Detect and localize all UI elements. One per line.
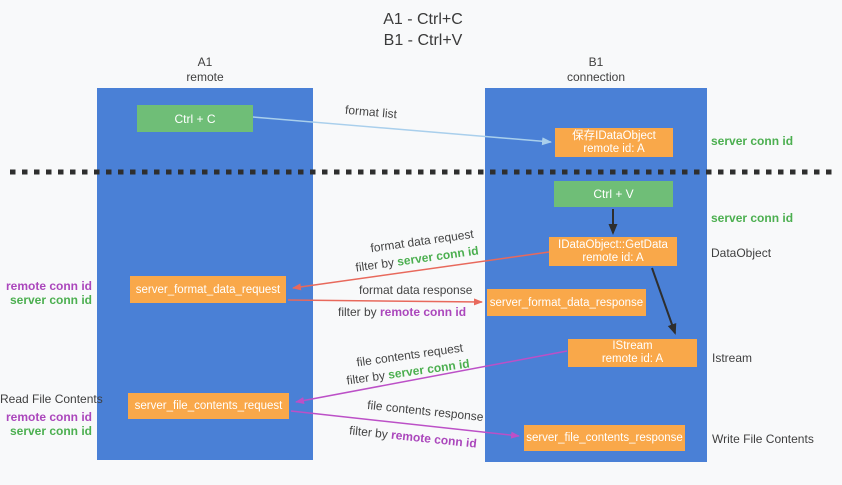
title-line-2: B1 - Ctrl+V — [383, 32, 463, 49]
node-idataobject-getdata-line2: remote id: A — [582, 251, 644, 264]
edge-format-data-response — [287, 298, 483, 306]
node-istream: IStream remote id: A — [568, 339, 697, 367]
node-server-format-data-response: server_format_data_response — [487, 289, 646, 316]
node-istream-line2: remote id: A — [601, 353, 664, 365]
node-ctrl-v: Ctrl + V — [554, 181, 673, 207]
diagram-title: A1 - Ctrl+C B1 - Ctrl+V — [323, 9, 523, 51]
lane-a1-subtitle: remote — [186, 70, 224, 84]
label-remote-conn-id-left-1: remote conn id — [5, 279, 92, 293]
node-save-idataobject-line2: remote id: A — [583, 142, 645, 155]
node-save-idataobject-line1: 保存IDataObject — [572, 129, 656, 142]
node-save-idataobject: 保存IDataObject remote id: A — [555, 128, 673, 157]
filter-by-text: filter by — [348, 423, 392, 442]
lane-header-b1: B1 connection — [485, 55, 707, 85]
filter-by-text: filter by — [338, 305, 381, 319]
lane-header-a1: A1 remote — [97, 55, 313, 85]
edge-label-format-list: format list — [344, 102, 398, 122]
lane-b1-name: B1 — [588, 55, 604, 69]
label-remote-conn-id-left-2: remote conn id — [5, 410, 92, 424]
label-server-conn-id-mid-right: server conn id — [711, 211, 794, 225]
node-idataobject-getdata-line1: IDataObject::GetData — [558, 238, 668, 251]
label-server-conn-id-top-right: server conn id — [711, 134, 794, 148]
node-server-format-data-request: server_format_data_request — [130, 276, 286, 303]
edge-label-format-data-response: format data response — [359, 283, 473, 297]
remote-conn-id-keyword: remote conn id — [390, 427, 478, 451]
filter-by-text: filter by — [354, 254, 399, 275]
node-idataobject-getdata: IDataObject::GetData remote id: A — [549, 237, 677, 266]
label-istream: Istream — [712, 351, 753, 365]
label-dataobject: DataObject — [711, 246, 772, 260]
filter-by-text: filter by — [345, 367, 390, 388]
label-server-conn-id-left-1: server conn id — [9, 293, 92, 307]
label-server-conn-id-left-2: server conn id — [9, 424, 92, 438]
edge-label-filter-format-response: filter by remote conn id — [338, 305, 466, 319]
lane-a1-name: A1 — [197, 55, 213, 69]
lane-b1-subtitle: connection — [566, 70, 626, 84]
edge-label-filter-file-response: filter by remote conn id — [349, 423, 478, 450]
title-line-1: A1 - Ctrl+C — [383, 11, 463, 28]
label-read-file-contents: Read File Contents — [0, 392, 103, 406]
node-ctrl-c: Ctrl + C — [137, 105, 253, 132]
label-write-file-contents: Write File Contents — [712, 432, 814, 446]
node-server-file-contents-response: server_file_contents_response — [524, 425, 685, 451]
node-istream-line1: IStream — [612, 340, 653, 352]
edge-label-file-contents-response: file contents response — [366, 397, 485, 425]
remote-conn-id-keyword: remote conn id — [380, 305, 467, 319]
node-server-file-contents-request: server_file_contents_request — [128, 393, 289, 419]
